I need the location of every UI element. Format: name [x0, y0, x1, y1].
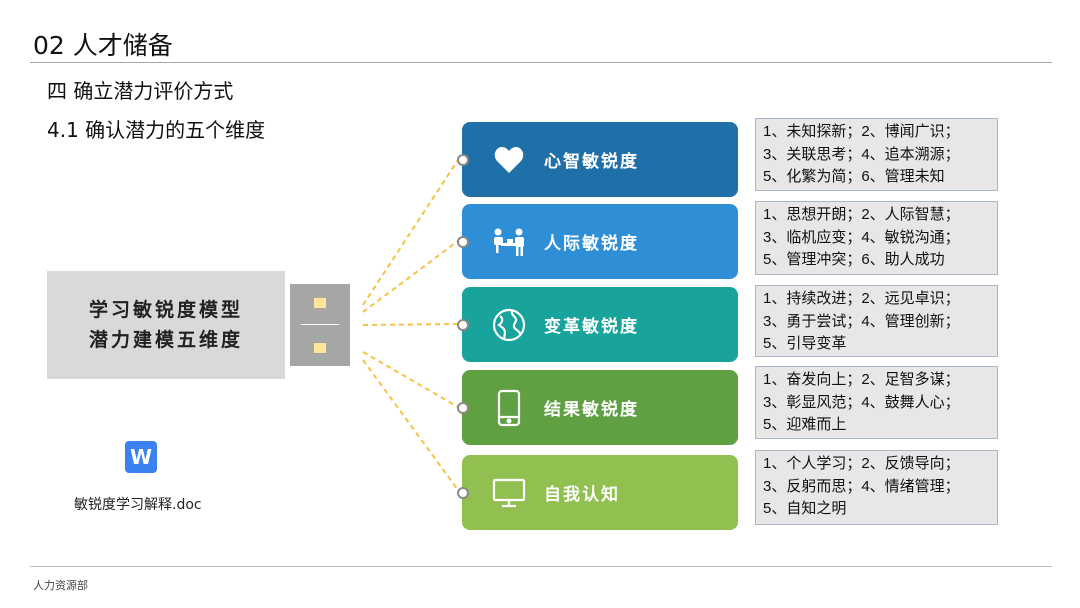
description-line: 3、彰显风范；4、鼓舞人心；: [763, 393, 960, 411]
description-line: 1、个人学习；2、反馈导向；: [763, 455, 960, 472]
description-line: 5、迎难而上: [763, 416, 847, 434]
card-connector-dot: [457, 154, 469, 166]
description-line: 1、奋发向上；2、足智多谋；: [763, 371, 960, 388]
card-connector-dot: [457, 402, 469, 414]
connector-square-top: [314, 298, 326, 308]
connector-line-4: [362, 351, 459, 408]
model-title-line2: 潜力建模五维度: [88, 329, 243, 351]
description-line: 1、未知探新；2、博闻广识；: [763, 123, 960, 140]
connector-square-bottom: [314, 343, 326, 353]
dimension-card-results: 结果敏锐度: [457, 370, 738, 445]
connector-line-3: [362, 323, 459, 326]
dimension-card-self-awareness: 自我认知: [457, 455, 738, 530]
people-meeting-icon: [492, 225, 526, 259]
footer-department: 人力资源部: [33, 579, 88, 592]
card-connector-dot: [457, 487, 469, 499]
title-divider: [30, 62, 1052, 63]
connector-line-1: [362, 159, 459, 306]
dimension-description-self-awareness: 1、个人学习；2、反馈导向； 3、反躬而思；4、情绪管理； 5、自知之明: [755, 450, 998, 525]
dimension-description-change: 1、持续改进；2、远见卓识； 3、勇于尝试；4、管理创新； 5、引导变革: [755, 285, 998, 357]
model-box: 学习敏锐度模型 潜力建模五维度: [47, 271, 285, 379]
phone-icon: [492, 389, 526, 426]
dimension-card-change: 变革敏锐度: [457, 287, 738, 362]
monitor-icon: [492, 476, 526, 510]
globe-icon: [492, 308, 526, 342]
description-line: 5、自知之明: [763, 500, 847, 518]
connector-line-2: [362, 240, 459, 313]
dimension-label: 变革敏锐度: [544, 317, 639, 337]
description-line: 3、反躬而思；4、情绪管理；: [763, 477, 960, 495]
dimension-card-interpersonal: 人际敏锐度: [457, 204, 738, 279]
model-title-line1: 学习敏锐度模型: [88, 299, 243, 321]
description-line: 3、临机应变；4、敏锐沟通；: [763, 228, 960, 246]
dimension-label: 结果敏锐度: [544, 400, 639, 420]
description-line: 5、引导变革: [763, 335, 847, 353]
dimension-label: 心智敏锐度: [544, 152, 639, 172]
connector-divider: [301, 324, 339, 325]
footer-divider: [30, 566, 1052, 567]
dimension-label: 人际敏锐度: [544, 234, 639, 254]
dimension-description-interpersonal: 1、思想开朗；2、人际智慧； 3、临机应变；4、敏锐沟通； 5、管理冲突；6、助…: [755, 201, 998, 275]
description-line: 3、勇于尝试；4、管理创新；: [763, 312, 960, 330]
dimension-description-mental: 1、未知探新；2、博闻广识； 3、关联思考；4、追本溯源； 5、化繁为简；6、管…: [755, 118, 998, 191]
attachment-file-name[interactable]: 敏锐度学习解释.doc: [74, 497, 202, 513]
dimension-label: 自我认知: [544, 485, 620, 505]
card-connector-dot: [457, 236, 469, 248]
description-line: 3、关联思考；4、追本溯源；: [763, 145, 960, 163]
connector-block: [290, 284, 350, 366]
description-line: 1、持续改进；2、远见卓识；: [763, 290, 960, 307]
page-title: 02 人才储备: [33, 31, 173, 60]
dimension-description-results: 1、奋发向上；2、足智多谋； 3、彰显风范；4、鼓舞人心； 5、迎难而上: [755, 366, 998, 439]
word-document-icon[interactable]: W: [125, 441, 157, 473]
description-line: 1、思想开朗；2、人际智慧；: [763, 206, 960, 223]
section-heading: 四 确立潜力评价方式: [47, 79, 234, 103]
heart-icon: [492, 143, 526, 177]
description-line: 5、化繁为简；6、管理未知: [763, 168, 945, 186]
card-connector-dot: [457, 319, 469, 331]
description-line: 5、管理冲突；6、助人成功: [763, 251, 945, 269]
subsection-heading: 4.1 确认潜力的五个维度: [47, 118, 266, 142]
dimension-card-mental: 心智敏锐度: [457, 122, 738, 197]
